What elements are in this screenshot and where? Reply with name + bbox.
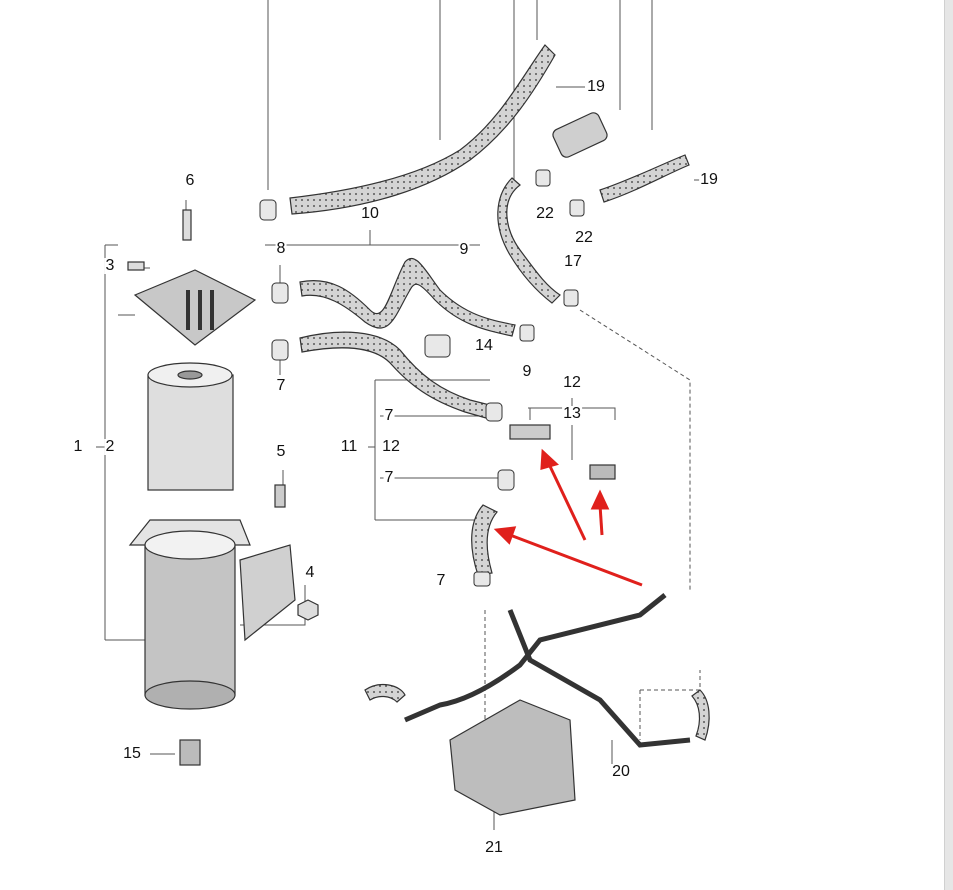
- callout-7: 7: [383, 469, 395, 486]
- fuel-pump-and-lines: [404, 112, 691, 816]
- callout-6: 6: [184, 172, 196, 189]
- callout-9: 9: [458, 241, 470, 258]
- callout-15: 15: [122, 745, 142, 762]
- vertical-scrollbar[interactable]: [944, 0, 953, 890]
- callout-12: 12: [381, 438, 401, 455]
- callout-19: 19: [699, 171, 719, 188]
- fuel-filter-assembly: [127, 209, 319, 766]
- callout-14: 14: [474, 337, 494, 354]
- callout-10: 10: [360, 205, 380, 222]
- callout-11: 11: [339, 438, 359, 455]
- callout-12: 12: [562, 374, 582, 391]
- callout-17: 17: [563, 253, 583, 270]
- callout-22: 22: [535, 205, 555, 222]
- callout-7: 7: [435, 572, 447, 589]
- callout-1: 1: [72, 438, 84, 455]
- callout-20: 20: [611, 763, 631, 780]
- hose-clamps: [259, 169, 585, 587]
- callout-7: 7: [275, 377, 287, 394]
- hoses: [289, 44, 710, 741]
- callout-9: 9: [521, 363, 533, 380]
- callout-7: 7: [383, 407, 395, 424]
- callout-3: 3: [104, 257, 116, 274]
- callout-5: 5: [275, 443, 287, 460]
- highlight-arrows: [493, 448, 643, 587]
- callout-8: 8: [275, 240, 287, 257]
- callout-19: 19: [586, 78, 606, 95]
- callout-21: 21: [484, 839, 504, 856]
- callout-22: 22: [574, 229, 594, 246]
- callout-4: 4: [304, 564, 316, 581]
- callout-13: 13: [562, 405, 582, 422]
- callout-2: 2: [104, 438, 116, 455]
